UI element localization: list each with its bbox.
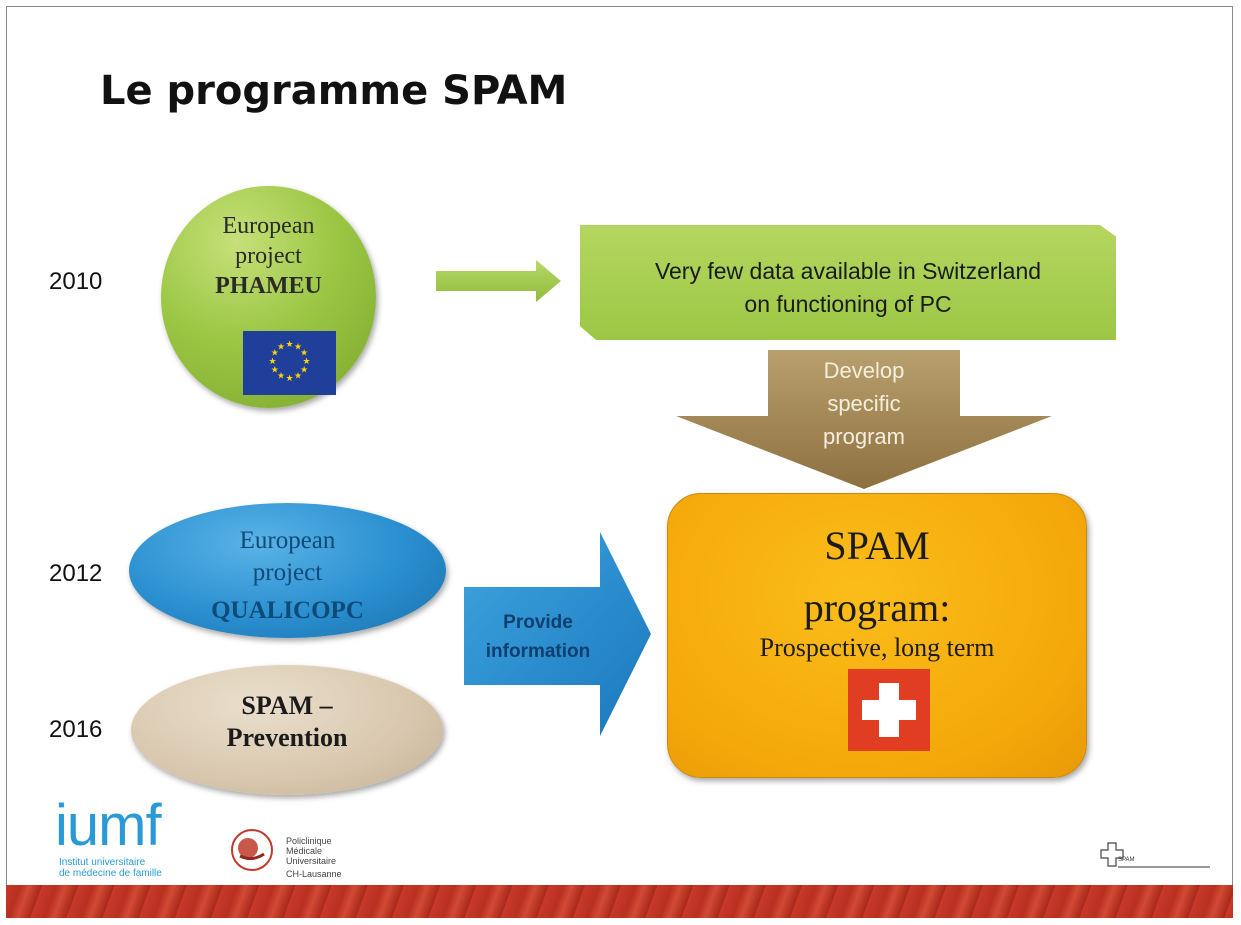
- pmu-line2: Médicale: [286, 846, 323, 856]
- develop-line2: specific: [827, 391, 901, 416]
- swiss-flag-icon: [848, 669, 930, 751]
- spam-program-line2: program:: [803, 585, 951, 630]
- slide-title: Le programme SPAM: [100, 68, 568, 114]
- finding-text: Very few data available in Switzerland o…: [580, 255, 1116, 321]
- qualicopc-line3: QUALICOPC: [211, 597, 364, 624]
- develop-line1: Develop: [823, 358, 905, 383]
- provide-line2: information: [485, 641, 591, 662]
- svg-text:★: ★: [285, 340, 293, 350]
- svg-text:★: ★: [277, 342, 285, 352]
- provide-line1: Provide: [503, 612, 573, 633]
- prevention-oval: SPAM – Prevention: [131, 665, 443, 795]
- qualicopc-oval: European project QUALICOPC: [129, 503, 446, 638]
- iumf-sub-line1: Institut universitaire: [59, 857, 146, 868]
- pmu-emblem-icon: [231, 829, 273, 871]
- pmu-line4: CH-Lausanne: [286, 869, 342, 879]
- develop-arrow: [676, 350, 1052, 489]
- spam-small-logo-text: SPAM: [1118, 857, 1135, 863]
- pmu-logo-text: Policlinique Médicale Universitaire CH-L…: [286, 836, 342, 879]
- finding-line1: Very few data available in Switzerland: [654, 258, 1042, 284]
- svg-text:★: ★: [300, 366, 308, 376]
- spam-cross-logo-icon: [1100, 842, 1124, 867]
- pmu-line3: Universitaire: [286, 856, 337, 866]
- svg-text:★: ★: [285, 374, 293, 384]
- eu-stars-icon: ★ ★ ★ ★ ★ ★ ★ ★ ★ ★ ★ ★: [268, 340, 310, 384]
- decorative-bottom-band: [6, 885, 1233, 918]
- qualicopc-line2: project: [252, 559, 323, 586]
- svg-text:★: ★: [294, 342, 302, 352]
- phameu-line1: European: [222, 213, 315, 239]
- finding-box: Very few data available in Switzerland o…: [580, 225, 1116, 340]
- eu-flag-icon: ★ ★ ★ ★ ★ ★ ★ ★ ★ ★ ★ ★: [243, 331, 336, 395]
- spam-program-line1: SPAM: [824, 523, 930, 568]
- svg-text:★: ★: [277, 372, 285, 382]
- prevention-line1: SPAM –: [241, 691, 333, 720]
- phameu-line2: project: [235, 243, 302, 269]
- green-arrow: [436, 260, 561, 302]
- qualicopc-line1: European: [239, 527, 336, 554]
- develop-arrow-label: Develop specific program: [776, 354, 952, 453]
- spam-program-line3: Prospective, long term: [759, 633, 995, 662]
- spam-logo-underline: [1118, 866, 1210, 868]
- year-2016: 2016: [49, 716, 103, 743]
- svg-text:★: ★: [271, 366, 279, 376]
- year-2010: 2010: [49, 268, 103, 295]
- svg-text:★: ★: [271, 349, 279, 359]
- finding-line2: on functioning of PC: [744, 291, 952, 317]
- svg-text:★: ★: [268, 357, 276, 367]
- iumf-logo-subtitle: Institut universitaire de médecine de fa…: [59, 857, 162, 879]
- develop-line3: program: [823, 424, 905, 449]
- phameu-line3: PHAMEU: [215, 273, 322, 299]
- iumf-sub-line2: de médecine de famille: [59, 868, 162, 879]
- pmu-line1: Policlinique: [286, 836, 332, 846]
- iumf-logo: iumf: [55, 793, 162, 858]
- svg-text:★: ★: [294, 372, 302, 382]
- provide-arrow: [464, 532, 651, 736]
- svg-text:★: ★: [300, 349, 308, 359]
- prevention-line2: Prevention: [226, 723, 348, 752]
- year-2012: 2012: [49, 560, 103, 587]
- provide-arrow-label: Provide information: [468, 608, 608, 666]
- svg-text:★: ★: [302, 357, 310, 367]
